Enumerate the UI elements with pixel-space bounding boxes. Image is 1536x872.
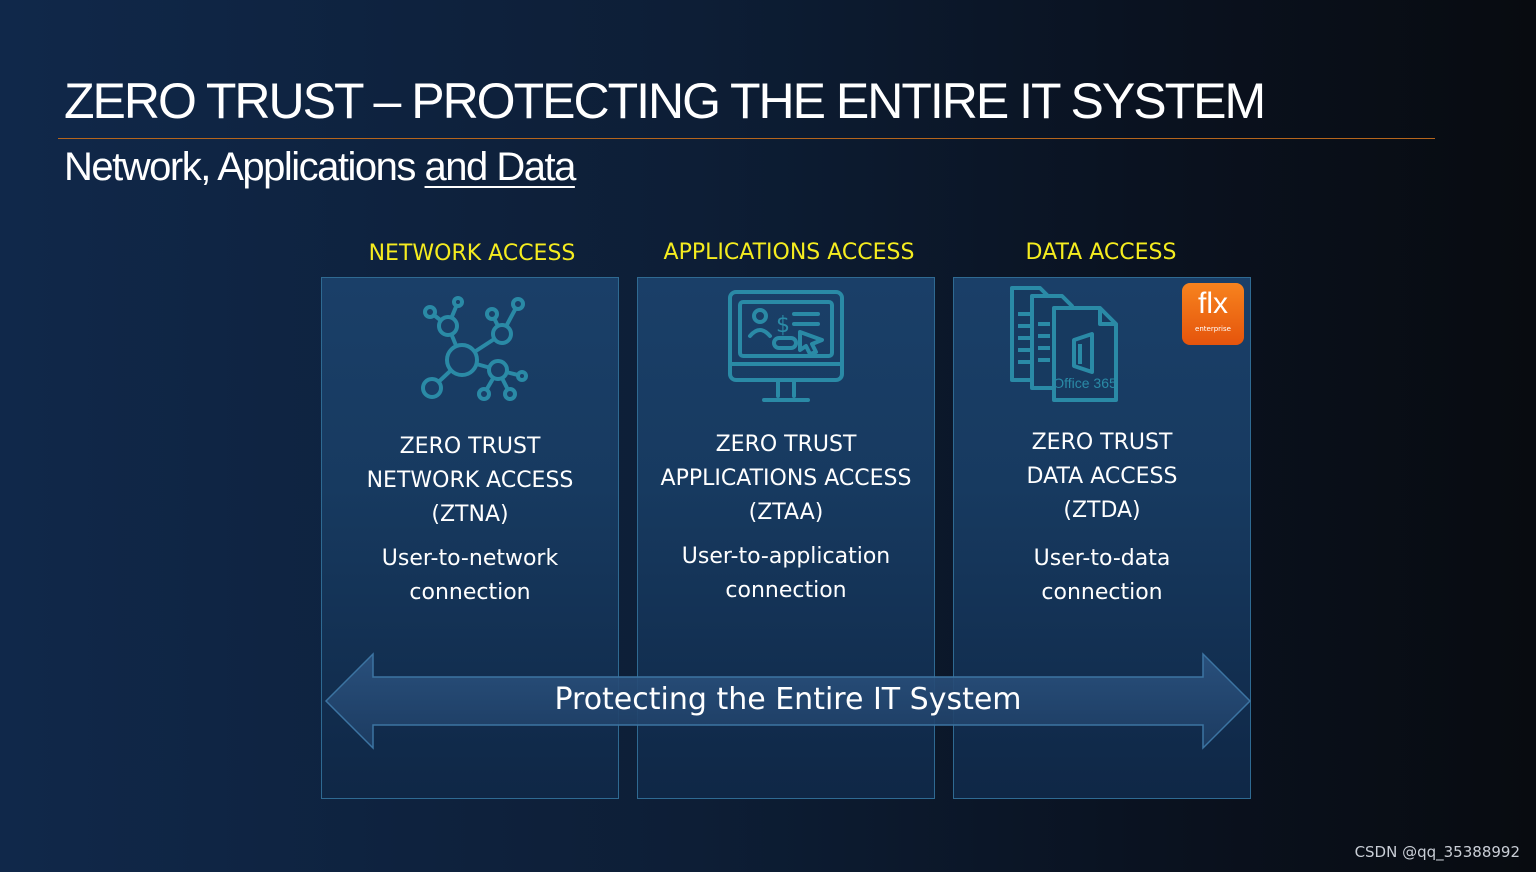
network-nodes-icon <box>322 296 618 412</box>
office-365-documents-icon: Office 365 <box>918 284 1214 410</box>
monitor-application-icon: $ <box>638 286 934 412</box>
ztda-title: ZERO TRUST DATA ACCESS (ZTDA) <box>1026 430 1178 523</box>
ztna-title: ZERO TRUST NETWORK ACCESS (ZTNA) <box>366 434 574 527</box>
flx-enterprise-logo: flx enterprise <box>1182 283 1244 345</box>
svg-text:$: $ <box>776 313 790 338</box>
ztna-description: User-to-network connection <box>381 546 559 605</box>
ztaa-title: ZERO TRUST APPLICATIONS ACCESS (ZTAA) <box>660 432 912 525</box>
heading-applications-access: APPLICATIONS ACCESS <box>663 240 915 265</box>
title-divider <box>58 138 1435 139</box>
slide-subtitle: Network, Applications and Data <box>64 145 577 190</box>
arrow-label: Protecting the Entire IT System <box>554 682 1022 717</box>
ztda-description: User-to-data connection <box>1033 546 1171 605</box>
subtitle-part-2: and Data <box>424 145 577 189</box>
office-365-label: Office 365 <box>1053 375 1117 391</box>
slide-title: ZERO TRUST – PROTECTING THE ENTIRE IT SY… <box>64 73 1266 129</box>
watermark: CSDN @qq_35388992 <box>1354 843 1520 861</box>
double-arrow-shape <box>324 652 1252 750</box>
flx-logo-subtext: enterprise <box>1195 325 1231 333</box>
flx-logo-text: flx <box>1198 287 1228 320</box>
ztaa-description: User-to-application connection <box>681 544 891 603</box>
heading-network-access: NETWORK ACCESS <box>368 241 576 266</box>
subtitle-part-1: Network, Applications <box>64 145 416 189</box>
heading-data-access: DATA ACCESS <box>1025 240 1177 265</box>
